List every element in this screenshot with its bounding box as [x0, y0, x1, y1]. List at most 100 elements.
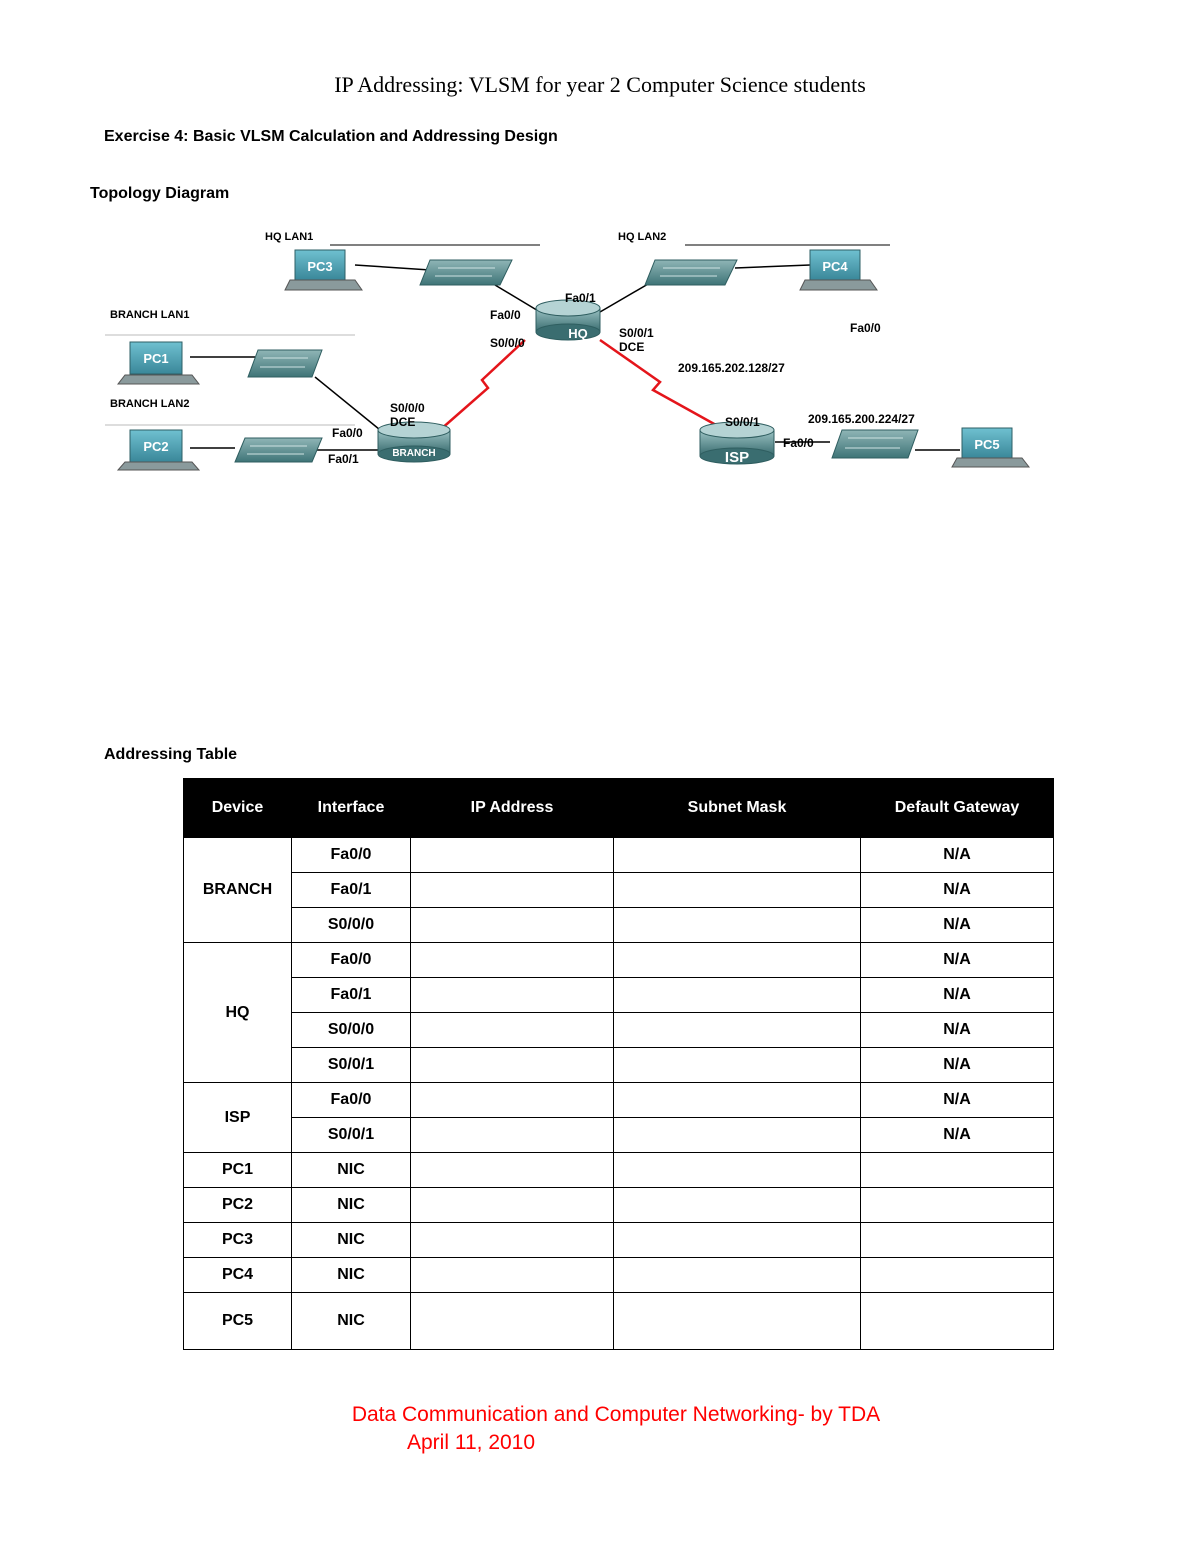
branch-s000-label: S0/0/0	[390, 401, 425, 415]
table-row: S0/0/1 N/A	[184, 1047, 1054, 1083]
subnet-mask-cell[interactable]	[613, 942, 861, 978]
switch-hq-lan1	[419, 259, 513, 286]
gateway-cell[interactable]	[860, 1187, 1054, 1223]
subnet-mask-cell[interactable]	[613, 1047, 861, 1083]
branch-lan1-label: BRANCH LAN1	[110, 309, 189, 321]
router-branch-icon: BRANCH	[377, 421, 451, 463]
gateway-cell: N/A	[860, 837, 1054, 873]
pc4-label: PC4	[822, 259, 848, 274]
branch-fa01-label: Fa0/1	[328, 452, 359, 466]
ip-address-cell[interactable]	[410, 1292, 614, 1350]
pc1-icon: PC1	[116, 341, 201, 385]
addressing-table-heading: Addressing Table	[104, 746, 238, 763]
table-row: S0/0/0 N/A	[184, 907, 1054, 943]
device-cell: PC2	[183, 1187, 292, 1223]
switch-hq-lan2	[644, 259, 738, 286]
gateway-cell: N/A	[860, 872, 1054, 908]
subnet-mask-cell[interactable]	[613, 1222, 861, 1258]
router-isp-label: ISP	[725, 449, 749, 466]
table-row: S0/0/1 N/A	[184, 1117, 1054, 1153]
topology-heading: Topology Diagram	[90, 185, 230, 202]
ip-address-cell[interactable]	[410, 1082, 614, 1118]
subnet-mask-cell[interactable]	[613, 1117, 861, 1153]
gateway-cell: N/A	[860, 1117, 1054, 1153]
table-row: PC2 NIC	[183, 1187, 1054, 1223]
table-row: Fa0/1 N/A	[184, 872, 1054, 908]
ip-address-cell[interactable]	[410, 1012, 614, 1048]
table-row: S0/0/0 N/A	[184, 1012, 1054, 1048]
ip-address-cell[interactable]	[410, 1117, 614, 1153]
interface-cell: Fa0/0	[291, 837, 411, 873]
table-row: PC5 NIC	[183, 1292, 1054, 1350]
gateway-cell: N/A	[860, 1012, 1054, 1048]
device-cell: ISP	[183, 1082, 292, 1153]
header-subnet-mask: Subnet Mask	[613, 778, 861, 838]
isp-fa00-label: Fa0/0	[783, 436, 814, 450]
table-row: BRANCH Fa0/0 N/A	[183, 837, 1054, 943]
ip-address-cell[interactable]	[410, 1257, 614, 1293]
gateway-cell: N/A	[860, 942, 1054, 978]
ip-address-cell[interactable]	[410, 942, 614, 978]
header-ip-address: IP Address	[410, 778, 614, 838]
ip-address-cell[interactable]	[410, 1047, 614, 1083]
gateway-cell[interactable]	[860, 1257, 1054, 1293]
subnet-mask-cell[interactable]	[613, 1292, 861, 1350]
pc4-icon: PC4	[799, 249, 878, 291]
document-title: IP Addressing: VLSM for year 2 Computer …	[334, 72, 866, 97]
hq-fa01-label: Fa0/1	[565, 291, 596, 305]
subnet-mask-cell[interactable]	[613, 1187, 861, 1223]
ip-address-cell[interactable]	[410, 1222, 614, 1258]
subnet-mask-cell[interactable]	[613, 907, 861, 943]
interface-cell: Fa0/0	[291, 1082, 411, 1118]
footer-course-line: Data Communication and Computer Networki…	[351, 1403, 881, 1426]
subnet-mask-cell[interactable]	[613, 837, 861, 873]
stray-fa00-label: Fa0/0	[850, 321, 881, 335]
table-header-row: Device Interface IP Address Subnet Mask …	[183, 778, 1054, 838]
subnet-mask-cell[interactable]	[613, 1257, 861, 1293]
gateway-cell[interactable]	[860, 1152, 1054, 1188]
branch-lan2-label: BRANCH LAN2	[110, 398, 189, 410]
hq-fa00-label: Fa0/0	[490, 308, 521, 322]
pc3-icon: PC3	[284, 249, 363, 291]
subnet-mask-cell[interactable]	[613, 872, 861, 908]
subnet-mask-cell[interactable]	[613, 1152, 861, 1188]
isp-lan-network-label: 209.165.200.224/27	[808, 412, 915, 426]
switch-branch-lan1	[247, 349, 323, 378]
gateway-cell: N/A	[860, 1047, 1054, 1083]
device-cell: PC3	[183, 1222, 292, 1258]
router-isp-icon: ISP	[699, 421, 775, 466]
ip-address-cell[interactable]	[410, 977, 614, 1013]
pc1-label: PC1	[143, 351, 168, 366]
router-hq-label: HQ	[568, 326, 588, 341]
table-row: PC1 NIC	[183, 1152, 1054, 1188]
device-cell: PC1	[183, 1152, 292, 1188]
subnet-mask-cell[interactable]	[613, 1082, 861, 1118]
interface-cell: Fa0/1	[291, 977, 411, 1013]
interface-cell: NIC	[291, 1187, 411, 1223]
pc5-label: PC5	[974, 437, 999, 452]
pc2-icon: PC2	[116, 429, 201, 471]
gateway-cell[interactable]	[860, 1292, 1054, 1350]
exercise-heading: Exercise 4: Basic VLSM Calculation and A…	[104, 128, 558, 145]
hq-dce-label: DCE	[619, 340, 644, 354]
ip-address-cell[interactable]	[410, 907, 614, 943]
table-row: Fa0/1 N/A	[184, 977, 1054, 1013]
interface-cell: S0/0/1	[291, 1117, 411, 1153]
interface-cell: NIC	[291, 1222, 411, 1258]
subnet-mask-cell[interactable]	[613, 1012, 861, 1048]
header-default-gateway: Default Gateway	[860, 778, 1054, 838]
device-cell: PC5	[183, 1292, 292, 1350]
hq-lan2-label: HQ LAN2	[618, 231, 666, 243]
switch-branch-lan2	[234, 437, 323, 463]
pc2-label: PC2	[143, 439, 168, 454]
hq-lan1-label: HQ LAN1	[265, 231, 313, 243]
ip-address-cell[interactable]	[410, 872, 614, 908]
gateway-cell[interactable]	[860, 1222, 1054, 1258]
interface-cell: Fa0/0	[291, 942, 411, 978]
router-hq-icon: HQ	[535, 299, 601, 341]
ip-address-cell[interactable]	[410, 837, 614, 873]
subnet-mask-cell[interactable]	[613, 977, 861, 1013]
ip-address-cell[interactable]	[410, 1152, 614, 1188]
ip-address-cell[interactable]	[410, 1187, 614, 1223]
pc3-label: PC3	[307, 259, 332, 274]
